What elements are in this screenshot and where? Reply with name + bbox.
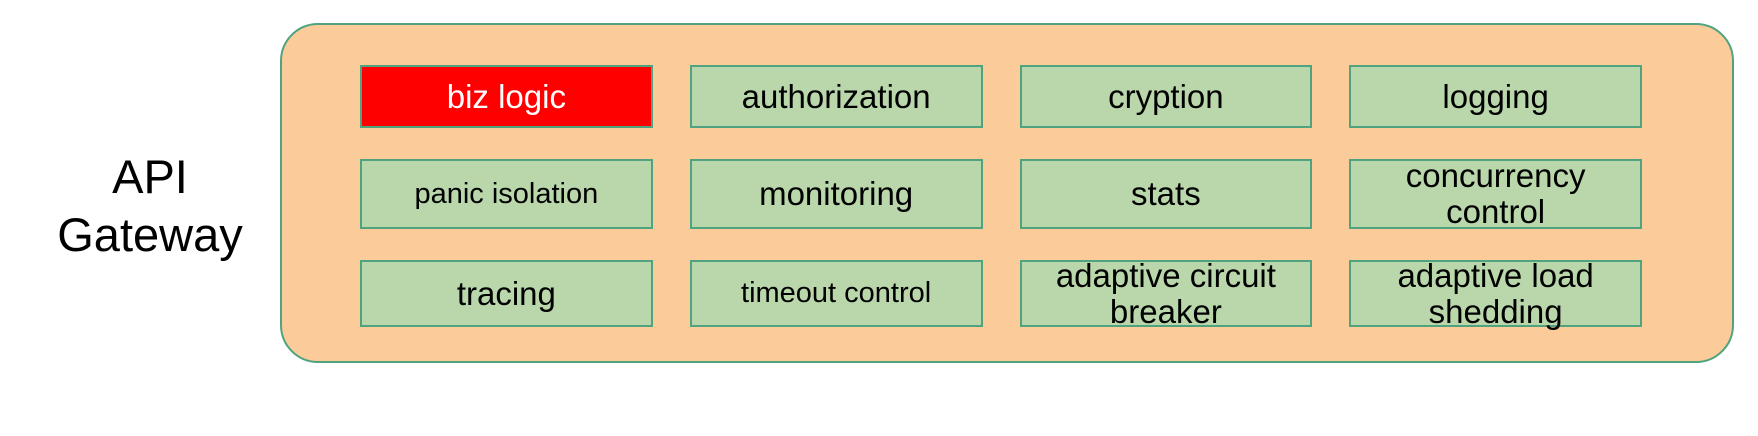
feature-box-tracing[interactable]: tracing [360,260,653,327]
feature-box-cryption[interactable]: cryption [1019,65,1313,128]
feature-box-adaptive-circuit-breaker[interactable]: adaptive circuit breaker [1019,257,1313,329]
feature-box-adaptive-load-shedding[interactable]: adaptive load shedding [1349,257,1642,329]
feature-box-panic-isolation[interactable]: panic isolation [360,159,653,229]
feature-box-logging[interactable]: logging [1349,65,1642,128]
feature-box-concurrency-control[interactable]: concurrency control [1349,158,1642,230]
feature-box-timeout-control[interactable]: timeout control [689,260,983,327]
feature-box-authorization[interactable]: authorization [689,65,983,128]
feature-box-stats[interactable]: stats [1019,159,1313,229]
feature-box-monitoring[interactable]: monitoring [689,159,983,229]
feature-box-grid: biz logic authorization cryption logging pan… [360,65,1642,329]
feature-box-biz-logic[interactable]: biz logic [360,65,653,128]
api-gateway-label: API Gateway [57,150,243,261]
